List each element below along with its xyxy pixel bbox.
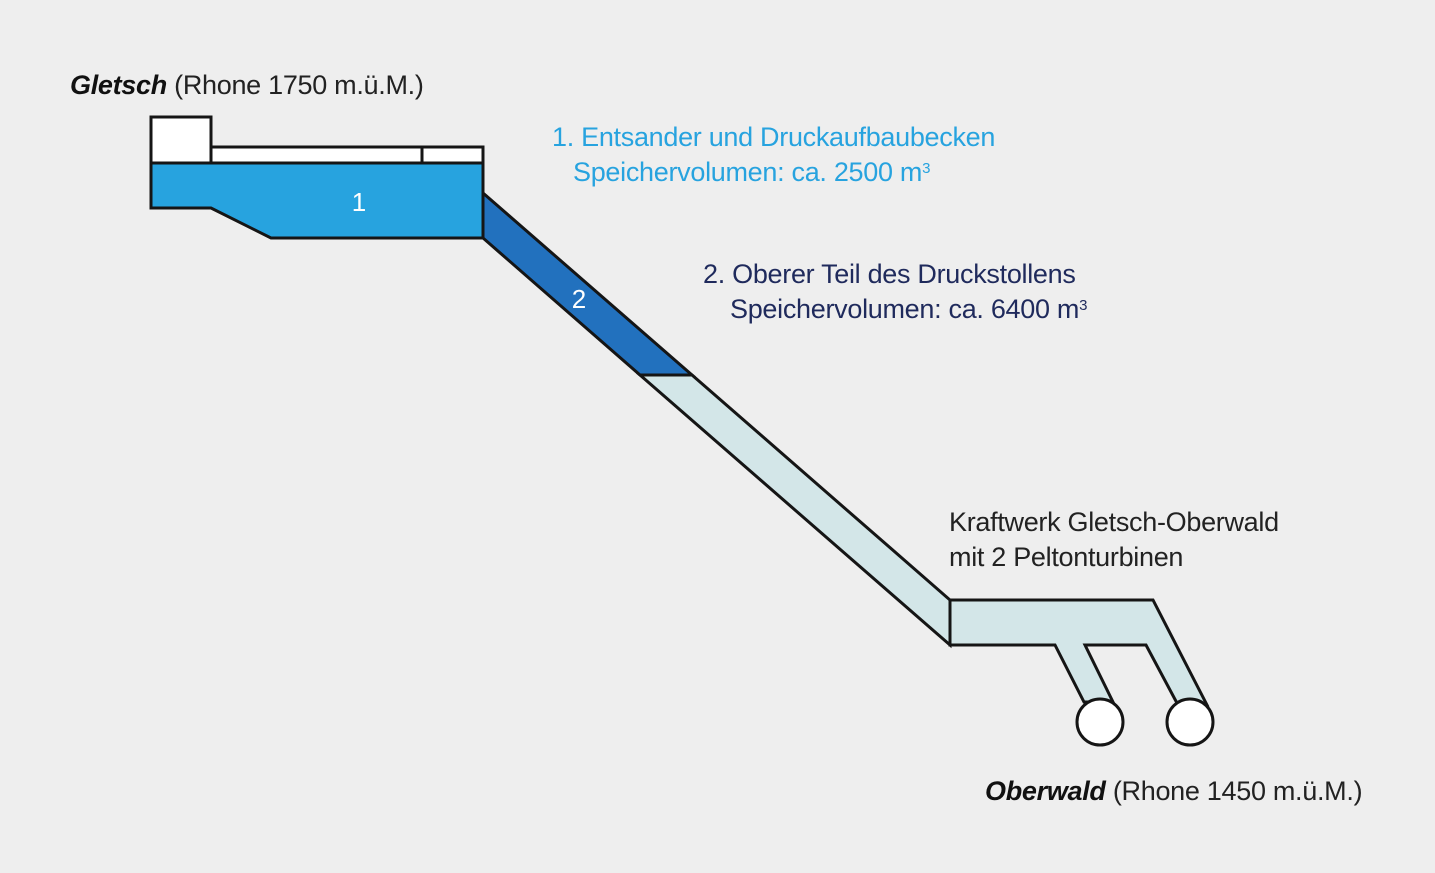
pelton-turbine-2 xyxy=(1165,697,1215,747)
section-2-volume: Speichervolumen: ca. 6400 m xyxy=(730,294,1080,324)
top-location-label: Gletsch (Rhone 1750 m.ü.M.) xyxy=(70,68,424,103)
pelton-turbine-1 xyxy=(1075,697,1125,747)
basin-cover-block xyxy=(149,115,213,165)
top-location-detail: (Rhone 1750 m.ü.M.) xyxy=(174,70,424,100)
section-1-legend: 1. Entsander und Druckaufbaubecken Speic… xyxy=(552,120,995,190)
section-2-title: 2. Oberer Teil des Druckstollens xyxy=(703,259,1076,289)
section-1-volume: Speichervolumen: ca. 2500 m xyxy=(573,157,923,187)
bottom-location-detail: (Rhone 1450 m.ü.M.) xyxy=(1112,776,1363,806)
section-1-volume-line: Speichervolumen: ca. 2500 m3 xyxy=(552,155,995,190)
powerplant-line-2: mit 2 Peltonturbinen xyxy=(949,542,1184,572)
powerhouse-manifold xyxy=(948,598,1210,707)
section-2-volume-line: Speichervolumen: ca. 6400 m3 xyxy=(703,292,1087,327)
upper-pressure-tunnel xyxy=(481,189,697,377)
section-1-exp: 3 xyxy=(922,160,931,177)
section-1-title: 1. Entsander und Druckaufbaubecken xyxy=(552,122,996,152)
powerplant-label: Kraftwerk Gletsch-Oberwald mit 2 Peltont… xyxy=(949,505,1279,575)
basin-cover-left xyxy=(209,145,424,165)
bottom-location-label: Oberwald (Rhone 1450 m.ü.M.) xyxy=(985,774,1363,809)
bottom-location-name: Oberwald xyxy=(985,776,1106,806)
top-location-name: Gletsch xyxy=(70,70,167,100)
powerplant-line-1: Kraftwerk Gletsch-Oberwald xyxy=(949,507,1279,537)
section-2-legend: 2. Oberer Teil des Druckstollens Speiche… xyxy=(703,257,1087,327)
tunnel-marker: 2 xyxy=(572,284,586,314)
section-2-exp: 3 xyxy=(1079,297,1088,314)
basin-marker: 1 xyxy=(352,187,366,217)
lower-pressure-tunnel xyxy=(635,373,952,649)
basin-cover-right xyxy=(420,145,485,165)
sand-trap-basin xyxy=(149,161,485,240)
